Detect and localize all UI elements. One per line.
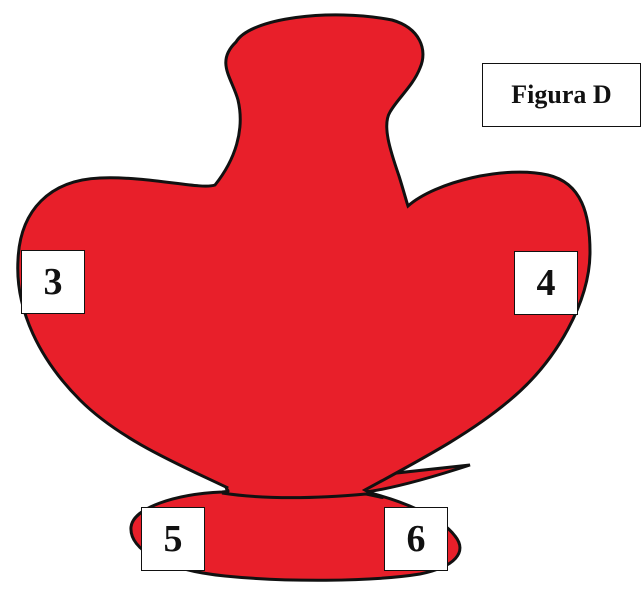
- figure-title: Figura D: [482, 63, 641, 127]
- label-3: 3: [21, 250, 85, 314]
- label-6: 6: [384, 507, 448, 571]
- label-5: 5: [141, 507, 205, 571]
- label-4: 4: [514, 251, 578, 315]
